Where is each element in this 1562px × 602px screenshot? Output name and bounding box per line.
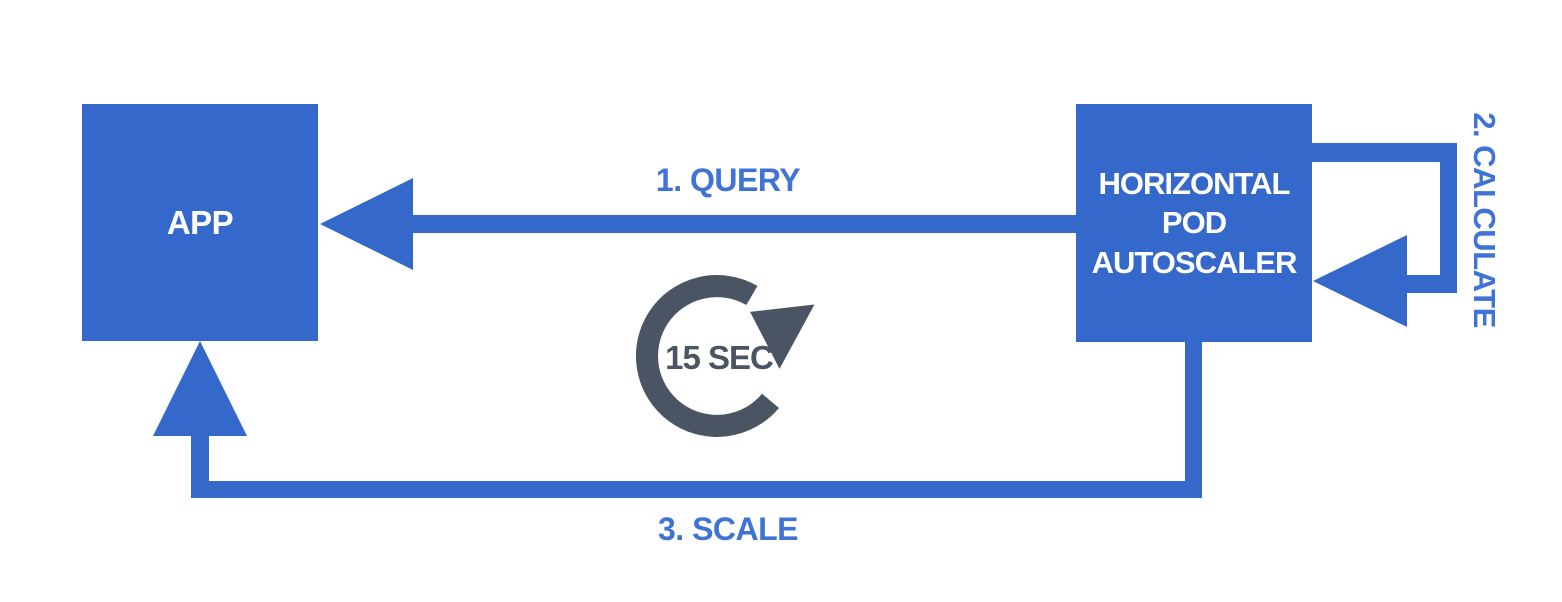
query-edge-label: 1. QUERY — [655, 162, 801, 198]
scale-arrowhead-up-icon — [153, 341, 247, 436]
refresh-clockwise-icon — [635, 275, 815, 437]
scale-edge-up-segment — [191, 434, 209, 490]
query-edge-line — [395, 215, 1076, 233]
node-app-label: APP — [166, 203, 234, 241]
scale-edge-down-segment — [1185, 342, 1202, 498]
calculate-loop-bottom-segment — [1404, 275, 1457, 293]
node-hpa-label: HORIZONTAL POD AUTOSCALER — [1091, 166, 1298, 280]
refresh-arrowhead — [750, 304, 815, 369]
calculate-loop-right-segment — [1440, 143, 1457, 293]
query-arrowhead-left-icon — [320, 178, 413, 270]
calculate-arrowhead-left-icon — [1313, 235, 1407, 327]
refresh-arc — [635, 275, 779, 437]
node-app: APP — [82, 104, 318, 341]
calculate-loop-top-segment — [1312, 143, 1457, 162]
node-horizontal-pod-autoscaler: HORIZONTAL POD AUTOSCALER — [1076, 104, 1312, 342]
calculate-edge-label: 2. CALCULATE — [1467, 112, 1502, 328]
scale-edge-horizontal-segment — [191, 481, 1202, 498]
scale-edge-label: 3. SCALE — [657, 511, 799, 547]
timer-interval-label: 15 SEC — [665, 339, 774, 376]
